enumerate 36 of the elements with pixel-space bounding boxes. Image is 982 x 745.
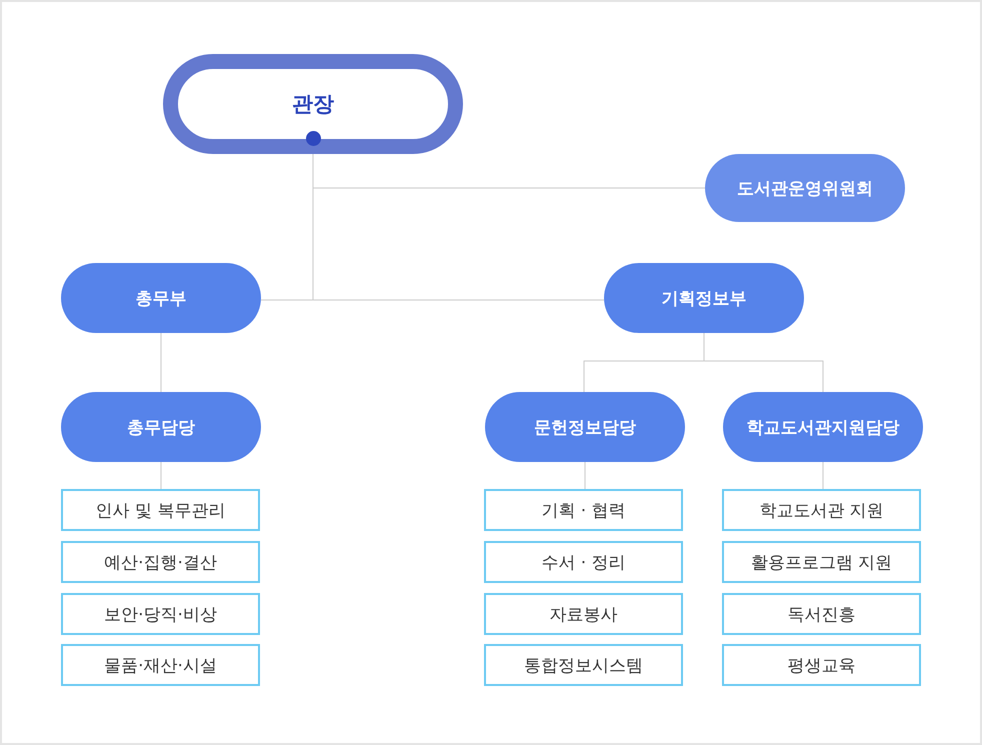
duty-box [484, 593, 683, 635]
connector-line [160, 332, 162, 392]
unit-label: 문헌정보담당 [534, 416, 636, 438]
duty-box [61, 644, 260, 686]
unit-label: 인사 및 복무관리 [96, 500, 226, 522]
duty-box [484, 489, 683, 531]
unit-label: 총무부 [136, 288, 186, 310]
connector-line [704, 332, 824, 392]
duty-box [722, 489, 921, 531]
unit-label: 통합정보시스템 [524, 654, 643, 676]
duty-box [722, 541, 921, 583]
duty-box [722, 593, 921, 635]
unit-label: 물품·재산·시설 [104, 654, 217, 676]
connector-line [160, 462, 162, 490]
duty-box [484, 541, 683, 583]
unit-label: 기획정보부 [662, 288, 746, 310]
duty-box [61, 541, 260, 583]
unit-label: 예산·집행·결산 [104, 552, 217, 574]
duty-box [61, 489, 260, 531]
unit-label: 관장 [292, 91, 334, 118]
unit-label: 평생교육 [788, 654, 856, 676]
duty-box [61, 593, 260, 635]
unit-label: 수서 · 정리 [541, 552, 626, 574]
unit-label: 기획 · 협력 [541, 500, 626, 522]
unit-label: 자료봉사 [550, 604, 618, 626]
unit-label: 학교도서관 지원 [759, 500, 884, 522]
unit-label: 보안·당직·비상 [104, 604, 217, 626]
unit-label: 학교도서관지원담당 [746, 416, 900, 438]
unit-label: 총무담당 [127, 416, 195, 438]
unit-label: 독서진흥 [788, 604, 856, 626]
unit-label: 도서관운영위원회 [737, 178, 873, 200]
duty-box [722, 644, 921, 686]
connector-line [822, 462, 824, 490]
unit-label: 활용프로그램 지원 [750, 552, 892, 574]
duty-box [484, 644, 683, 686]
connector-line [584, 462, 586, 490]
